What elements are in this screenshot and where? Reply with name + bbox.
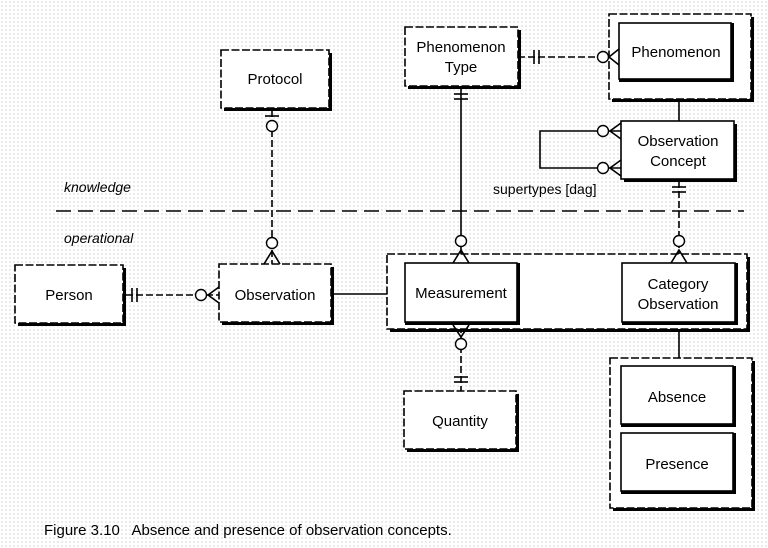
cardinality-measurement-many-top — [452, 234, 470, 264]
entity-measurement: Measurement — [404, 262, 520, 325]
category-subtypes-frame: Absence Presence — [609, 357, 755, 511]
zone-label-operational: operational — [64, 230, 134, 246]
entity-absence: Absence — [620, 365, 736, 427]
zone-label-knowledge: knowledge — [64, 179, 131, 195]
entity-category-observation-label-1: Category — [648, 276, 709, 293]
entity-presence: Presence — [620, 432, 736, 494]
cardinality-supertypes-many-a — [596, 122, 622, 140]
cardinality-observationconcept-one — [672, 186, 686, 193]
entity-protocol: Protocol — [220, 49, 332, 111]
entity-presence-label: Presence — [645, 456, 708, 473]
entity-phenomenon-type-label-1: Phenomenon — [416, 39, 505, 56]
cardinality-observation-many-top — [263, 236, 281, 265]
cardinality-phenomenontype-one-right — [533, 50, 540, 64]
cardinality-observation-many-left — [194, 286, 220, 304]
entity-phenomenon-type: Phenomenon Type — [404, 26, 521, 89]
entity-measurement-label: Measurement — [415, 285, 508, 302]
entity-observation-label: Observation — [235, 287, 316, 304]
entity-quantity: Quantity — [403, 390, 519, 452]
observation-subtypes-frame: Measurement Category Observation — [386, 253, 750, 332]
entity-person-label: Person — [45, 287, 93, 304]
cardinality-person-one — [131, 288, 138, 302]
rel-observationconcept-supertypes — [539, 130, 621, 169]
cardinality-phenomenon-many — [596, 48, 620, 66]
cardinality-measurement-many-bottom — [452, 324, 470, 351]
entity-phenomenon-type-label-2: Type — [445, 59, 478, 76]
entity-category-observation: Category Observation — [621, 262, 738, 325]
cardinality-supertypes-many-b — [596, 159, 622, 177]
entity-observation-concept: Observation Concept — [620, 120, 737, 182]
annotation-supertypes: supertypes [dag] — [493, 181, 597, 197]
cardinality-quantity-one — [454, 376, 468, 383]
entity-category-observation-label-2: Observation — [638, 296, 719, 313]
cardinality-protocol-one — [265, 115, 279, 133]
entity-person: Person — [14, 264, 126, 326]
entity-observation: Observation — [218, 263, 334, 325]
entity-observation-concept-label-2: Concept — [650, 153, 707, 170]
entity-observation-concept-label-1: Observation — [638, 133, 719, 150]
figure-caption: Figure 3.10 Absence and presence of obse… — [44, 522, 452, 539]
entity-protocol-label: Protocol — [247, 71, 302, 88]
entity-phenomenon-frame: Phenomenon — [608, 13, 754, 102]
entity-absence-label: Absence — [648, 389, 706, 406]
cardinality-phenomenontype-one-bottom — [454, 93, 468, 100]
entity-quantity-label: Quantity — [432, 413, 488, 430]
entity-phenomenon-label: Phenomenon — [631, 44, 720, 61]
cardinality-categoryobservation-many — [670, 234, 688, 264]
